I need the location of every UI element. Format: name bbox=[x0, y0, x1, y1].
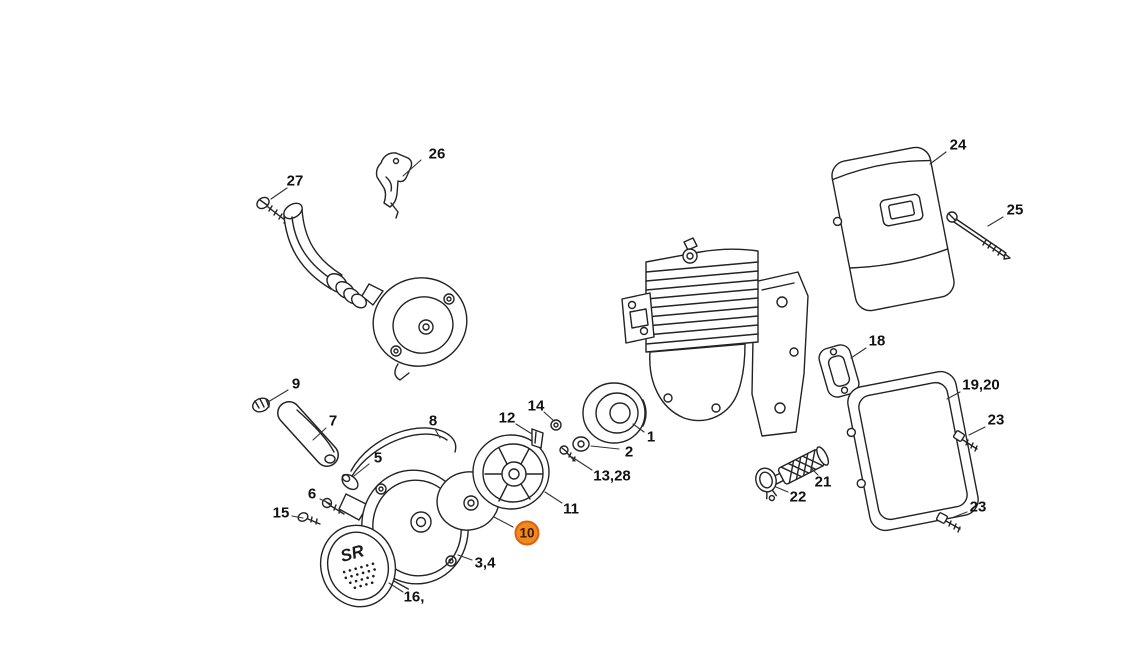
leader-line-22 bbox=[775, 486, 789, 493]
cap-nut-drawing bbox=[252, 397, 270, 413]
part-label-2[interactable]: 2 bbox=[624, 443, 634, 461]
fan-grille-drawing: SR bbox=[319, 524, 409, 608]
part-label-12[interactable]: 12 bbox=[498, 409, 516, 427]
screw-23-bottom-drawing bbox=[935, 512, 961, 533]
leader-line-10 bbox=[493, 516, 514, 528]
leader-line-19_20 bbox=[946, 391, 961, 400]
starter-cup-drawing bbox=[582, 382, 647, 444]
starter-rope-drawing bbox=[350, 427, 457, 477]
leader-line-23a bbox=[968, 426, 986, 436]
clamp-drawing bbox=[755, 467, 778, 502]
part-label-23b[interactable]: 23 bbox=[969, 498, 987, 516]
engine-cylinder-drawing bbox=[621, 237, 809, 437]
leader-line-14 bbox=[543, 411, 555, 422]
front-handle-drawing bbox=[283, 202, 368, 309]
screw-13-28-drawing bbox=[559, 445, 576, 462]
part-label-16[interactable]: 16, bbox=[403, 588, 425, 606]
part-label-1[interactable]: 1 bbox=[646, 428, 656, 446]
screw-23-top-drawing bbox=[952, 430, 978, 452]
part-label-15[interactable]: 15 bbox=[272, 504, 290, 522]
part-label-18[interactable]: 18 bbox=[868, 332, 886, 350]
muffler-drawing bbox=[831, 146, 955, 312]
leader-line-7 bbox=[312, 427, 327, 441]
part-label-21[interactable]: 21 bbox=[814, 473, 832, 491]
leader-line-27 bbox=[270, 187, 288, 200]
part-label-3_4[interactable]: 3,4 bbox=[474, 554, 496, 572]
part-label-26[interactable]: 26 bbox=[428, 145, 446, 163]
leader-line-15 bbox=[291, 515, 304, 519]
washer-14-drawing bbox=[550, 419, 562, 431]
leader-line-8 bbox=[434, 428, 441, 439]
screw-15-drawing bbox=[297, 512, 321, 525]
leader-line-18 bbox=[850, 347, 867, 359]
part-label-22[interactable]: 22 bbox=[789, 488, 807, 506]
leader-line-9 bbox=[267, 389, 289, 403]
part-label-19_20[interactable]: 19,20 bbox=[962, 376, 1000, 394]
throttle-trigger-drawing bbox=[375, 152, 413, 219]
part-label-7[interactable]: 7 bbox=[328, 412, 338, 430]
leader-lines bbox=[267, 151, 1004, 593]
grille-dot-pattern bbox=[342, 562, 376, 590]
muffler-bolt-drawing bbox=[946, 211, 1011, 260]
rope-rotor-drawing bbox=[472, 434, 550, 510]
leader-line-26 bbox=[402, 159, 422, 177]
fan-housing-drawing bbox=[361, 277, 468, 381]
part-label-10[interactable]: 10 bbox=[514, 520, 540, 546]
leader-line-23b bbox=[953, 511, 968, 518]
part-label-24[interactable]: 24 bbox=[949, 136, 967, 154]
part-label-9[interactable]: 9 bbox=[291, 375, 301, 393]
leader-line-6 bbox=[319, 498, 332, 505]
leader-line-1 bbox=[632, 423, 645, 433]
part-label-27[interactable]: 27 bbox=[286, 172, 304, 190]
part-label-14[interactable]: 14 bbox=[527, 397, 545, 415]
pawl-clip-drawing bbox=[531, 428, 544, 449]
part-label-8[interactable]: 8 bbox=[428, 412, 438, 430]
leader-line-3_4 bbox=[457, 554, 473, 561]
leader-line-13_28 bbox=[571, 456, 593, 471]
part-label-6[interactable]: 6 bbox=[307, 485, 317, 503]
leader-line-24 bbox=[929, 151, 947, 165]
leader-line-2 bbox=[590, 445, 620, 450]
starter-grip-drawing bbox=[277, 401, 339, 467]
leader-line-5 bbox=[353, 463, 370, 477]
leader-line-16 bbox=[388, 582, 404, 593]
leader-line-25 bbox=[987, 216, 1004, 227]
part-label-13_28[interactable]: 13,28 bbox=[593, 467, 631, 485]
rope-guide-drawing bbox=[341, 473, 359, 491]
part-label-23a[interactable]: 23 bbox=[987, 411, 1005, 429]
leader-line-12 bbox=[515, 423, 533, 435]
washer-2-drawing bbox=[572, 436, 590, 452]
part-label-25[interactable]: 25 bbox=[1006, 201, 1024, 219]
part-label-11[interactable]: 11 bbox=[563, 500, 579, 518]
part-label-5[interactable]: 5 bbox=[373, 449, 383, 467]
leader-line-11 bbox=[544, 491, 563, 504]
leader-line-21 bbox=[810, 467, 819, 476]
exhaust-gasket-drawing bbox=[818, 344, 860, 398]
muffler-cover-drawing bbox=[846, 370, 979, 532]
